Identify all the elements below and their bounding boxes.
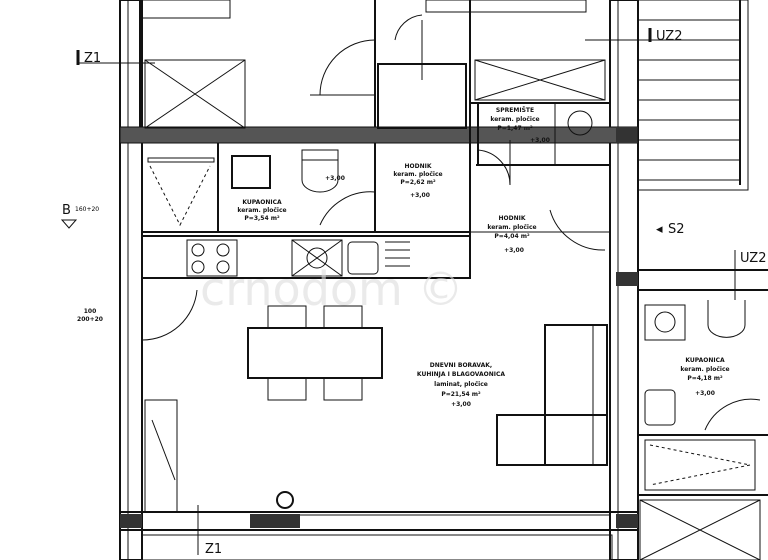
room-area: P=2,62 m² [400, 179, 436, 186]
room-label-hallway1: HODNIK keram. pločice P=2,62 m² +3,00 [393, 163, 442, 199]
sofa [496, 324, 608, 466]
section-marker-uz2-top: UZ2 [656, 29, 682, 44]
room-floor: keram. pločice [237, 207, 286, 214]
window-dimension: 100 [84, 308, 97, 315]
room-level: +3,00 [504, 247, 524, 254]
room-floor: keram. pločice [393, 171, 442, 178]
room-area: P=4,18 m² [687, 375, 723, 382]
window-dimension: 200+20 [77, 316, 103, 323]
room-area: P=1,47 m² [497, 125, 533, 132]
watermark: crnodom © [200, 262, 463, 316]
room-label-bathroom1: KUPAONICA keram. pločice P=3,54 m² +3,00 [237, 175, 345, 222]
staircase [637, 0, 749, 191]
walls [119, 0, 768, 560]
arrow-left-icon: ◂ [656, 222, 663, 237]
room-name: HODNIK [404, 163, 431, 170]
room-name: SPREMIŠTE [496, 107, 534, 114]
room-level: +3,00 [410, 192, 430, 199]
section-marker-z1: Z1 [84, 51, 101, 66]
room-level: +3,00 [530, 137, 550, 144]
room-label-storage: SPREMIŠTE keram. pločice P=1,47 m² +3,00 [490, 107, 550, 144]
room-name: DNEVNI BORAVAK, [430, 362, 492, 369]
triangle-marker-icon [60, 219, 78, 229]
section-marker-s2: S2 [668, 222, 685, 237]
dining-table [247, 327, 383, 379]
room-name: HODNIK [498, 215, 525, 222]
section-marker-z1-bottom: Z1 [205, 542, 222, 557]
room-name: KUHINJA I BLAGOVAONICA [417, 371, 506, 378]
room-name: KUPAONICA [685, 357, 725, 364]
room-area: P=3,54 m² [244, 215, 280, 222]
section-marker-uz2-mid: UZ2 [740, 251, 766, 266]
room-label-living: DNEVNI BORAVAK, KUHINJA I BLAGOVAONICA l… [417, 362, 506, 408]
room-floor: laminat, pločice [434, 381, 488, 388]
room-level: +3,00 [451, 401, 471, 408]
radiator [385, 241, 410, 267]
room-floor: keram. pločice [490, 116, 539, 123]
window-dimension: 160+20 [75, 206, 99, 213]
room-floor: keram. pločice [487, 224, 536, 231]
room-area: P=4,04 m² [494, 233, 530, 240]
room-label-hallway2: HODNIK keram. pločice P=4,04 m² +3,00 [487, 215, 536, 254]
room-level: +3,00 [695, 390, 715, 397]
room-name: KUPAONICA [242, 199, 282, 206]
room-label-bathroom2: KUPAONICA keram. pločice P=4,18 m² +3,00 [680, 357, 729, 397]
room-floor: keram. pločice [680, 366, 729, 373]
room-area: P=21,54 m² [441, 391, 481, 398]
room-level: +3,00 [325, 175, 345, 182]
window-marker-b: B [62, 203, 71, 218]
washing-machine [276, 491, 294, 509]
